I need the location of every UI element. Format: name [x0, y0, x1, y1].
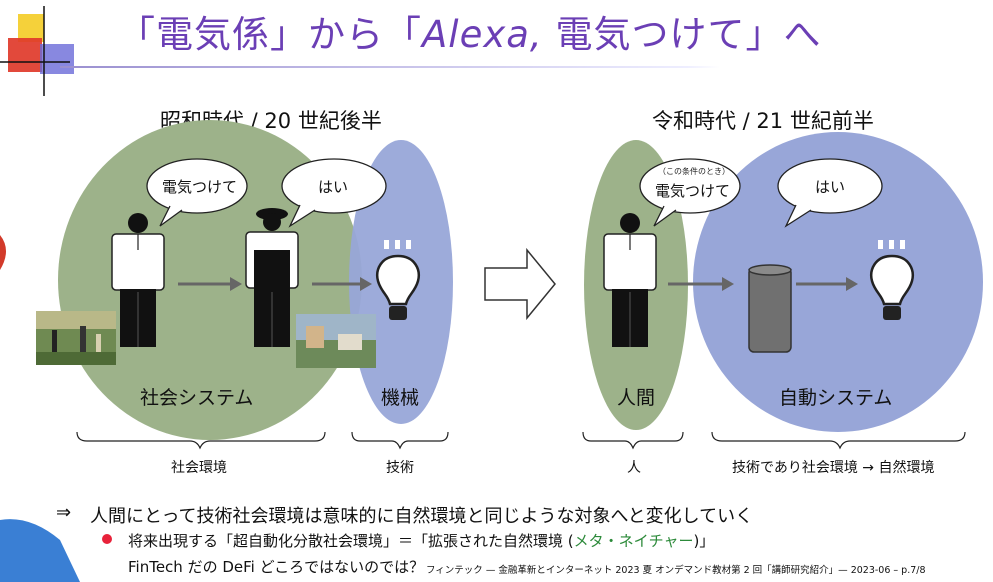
- title-underline: [60, 66, 720, 68]
- slide-title: 「電気係」から「Alexa, 電気つけて」へ: [118, 13, 822, 56]
- painting-thumbnail-left: [36, 311, 116, 365]
- bubble-text-right-device: はい: [815, 178, 846, 196]
- brace-label-tech-env: 技術であり社会環境 → 自然環境: [732, 460, 935, 476]
- bubble-text-right-person: 電気つけて: [655, 182, 731, 200]
- bubble-text-condition: （この条件のとき）: [658, 167, 730, 176]
- lightbulb-icon-left: [376, 240, 420, 320]
- edge-shape-bottom: [0, 519, 80, 582]
- braces: [76, 431, 966, 450]
- brace-label-person: 人: [627, 460, 641, 476]
- lightbulb-icon-right: [870, 240, 914, 320]
- conclusion-text: 人間にとって技術社会環境は意味的に自然環境と同じような対象へと変化していく: [90, 506, 754, 527]
- brace-label-social-env: 社会環境: [171, 460, 227, 476]
- label-auto-system: 自動システム: [779, 387, 893, 409]
- last-line: FinTech だの DeFi どころではないのでは？: [128, 558, 425, 576]
- brace-label-tech: 技術: [386, 460, 414, 476]
- bullet-text: 将来出現する「超自動化分散社会環境」＝「拡張された自然環境 (メタ・ネイチャー)…: [128, 532, 715, 550]
- smart-speaker-icon: [748, 264, 792, 353]
- label-human: 人間: [617, 387, 656, 409]
- edge-shape-top: [0, 235, 6, 270]
- auto-system-region: [693, 132, 983, 432]
- label-machine: 機械: [381, 387, 420, 409]
- slide-footer: フィンテック — 金融革新とインターネット 2023 夏 オンデマンド教材第 2…: [426, 565, 926, 576]
- bubble-text-left-person: 電気つけて: [162, 178, 238, 196]
- speech-bubble-left-worker: [281, 158, 387, 228]
- worker-icon: [245, 208, 299, 347]
- label-social-system: 社会システム: [140, 387, 254, 409]
- person-icon-left: [111, 213, 165, 347]
- speech-bubble-right-device: [777, 158, 883, 228]
- painting-thumbnail-right: [296, 314, 376, 368]
- right-era-heading: 令和時代 / 21 世紀前半: [652, 109, 874, 133]
- bullet-dot: [102, 534, 112, 544]
- conclusion-arrow: ⇒: [56, 502, 72, 523]
- social-system-region: [58, 120, 362, 440]
- bubble-text-left-worker: はい: [318, 178, 349, 196]
- corner-decoration: [0, 6, 74, 96]
- speech-bubble-right-person: [639, 158, 741, 227]
- person-icon-right: [603, 213, 657, 347]
- speech-bubble-left-person: [146, 158, 248, 227]
- transition-arrow-icon: [484, 247, 556, 321]
